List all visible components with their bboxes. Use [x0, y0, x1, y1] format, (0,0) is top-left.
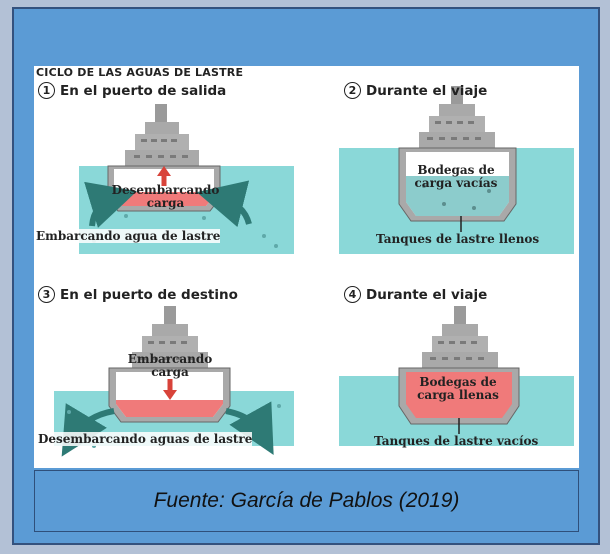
ballast-water-cycle-figure: CICLO DE LAS AGUAS DE LASTRE 1 En el puer… [34, 66, 579, 468]
step-2-heading: 2 Durante el viaje [344, 82, 487, 99]
ballast-tank-full [406, 176, 509, 216]
step-3-ballast-label: Desembarcando aguas de lastre [38, 432, 253, 446]
flow-arrow-right [196, 180, 252, 228]
step-1-ballast-label: Embarcando agua de lastre [36, 229, 221, 243]
step-4-hold-label: Bodegas de carga llenas [402, 376, 514, 402]
step-4-heading: 4 Durante el viaje [344, 286, 487, 303]
ship-superstructure [422, 306, 498, 368]
step-4-number: 4 [344, 286, 361, 303]
step-3-title: En el puerto de destino [60, 287, 238, 303]
step-1-heading: 1 En el puerto de salida [38, 82, 226, 99]
figure-caption: Fuente: García de Pablos (2019) [34, 470, 579, 532]
figure-title: CICLO DE LAS AGUAS DE LASTRE [36, 66, 244, 79]
step-1-title: En el puerto de salida [60, 83, 227, 99]
step-2-illustration [339, 86, 574, 254]
ballast-diagram [54, 86, 574, 457]
step-4-label-line2: carga llenas [417, 388, 499, 402]
step-1-label-line1: Desembarcando [111, 183, 220, 197]
step-3-illustration [54, 306, 294, 457]
step-3-cargo-label: Embarcando carga [110, 353, 230, 379]
step-2-label-line1: Bodegas de [417, 163, 495, 177]
step-2-ballast-label: Tanques de lastre llenos [376, 232, 540, 246]
ship-superstructure [132, 306, 208, 368]
ballast-tank [114, 192, 214, 206]
ship-superstructure [125, 104, 199, 166]
step-4-illustration [339, 306, 574, 446]
step-1-cargo-label: Desembarcando carga [98, 184, 233, 210]
flow-arrow-left [84, 181, 137, 228]
step-1-number: 1 [38, 82, 55, 99]
step-3-label-line1: Embarcando [127, 352, 213, 366]
down-arrow [163, 390, 177, 400]
step-4-title: Durante el viaje [366, 287, 488, 303]
step-4-ballast-label: Tanques de lastre vacíos [374, 434, 539, 448]
step-2-title: Durante el viaje [366, 83, 488, 99]
cargo-area [116, 400, 223, 417]
up-arrow [157, 166, 171, 176]
step-4-label-line1: Bodegas de [419, 375, 497, 389]
step-2-label-line2: carga vacías [414, 176, 498, 190]
step-2-number: 2 [344, 82, 361, 99]
step-3-number: 3 [38, 286, 55, 303]
caption-text: Fuente: García de Pablos (2019) [153, 489, 460, 512]
ship-superstructure [419, 86, 495, 148]
flow-arrow-right [225, 401, 274, 455]
step-2-hold-label: Bodegas de carga vacías [401, 164, 511, 190]
step-1-label-line2: carga [146, 196, 185, 210]
step-3-heading: 3 En el puerto de destino [38, 286, 238, 303]
cargo-full [406, 372, 512, 418]
step-3-label-line2: carga [151, 365, 189, 379]
